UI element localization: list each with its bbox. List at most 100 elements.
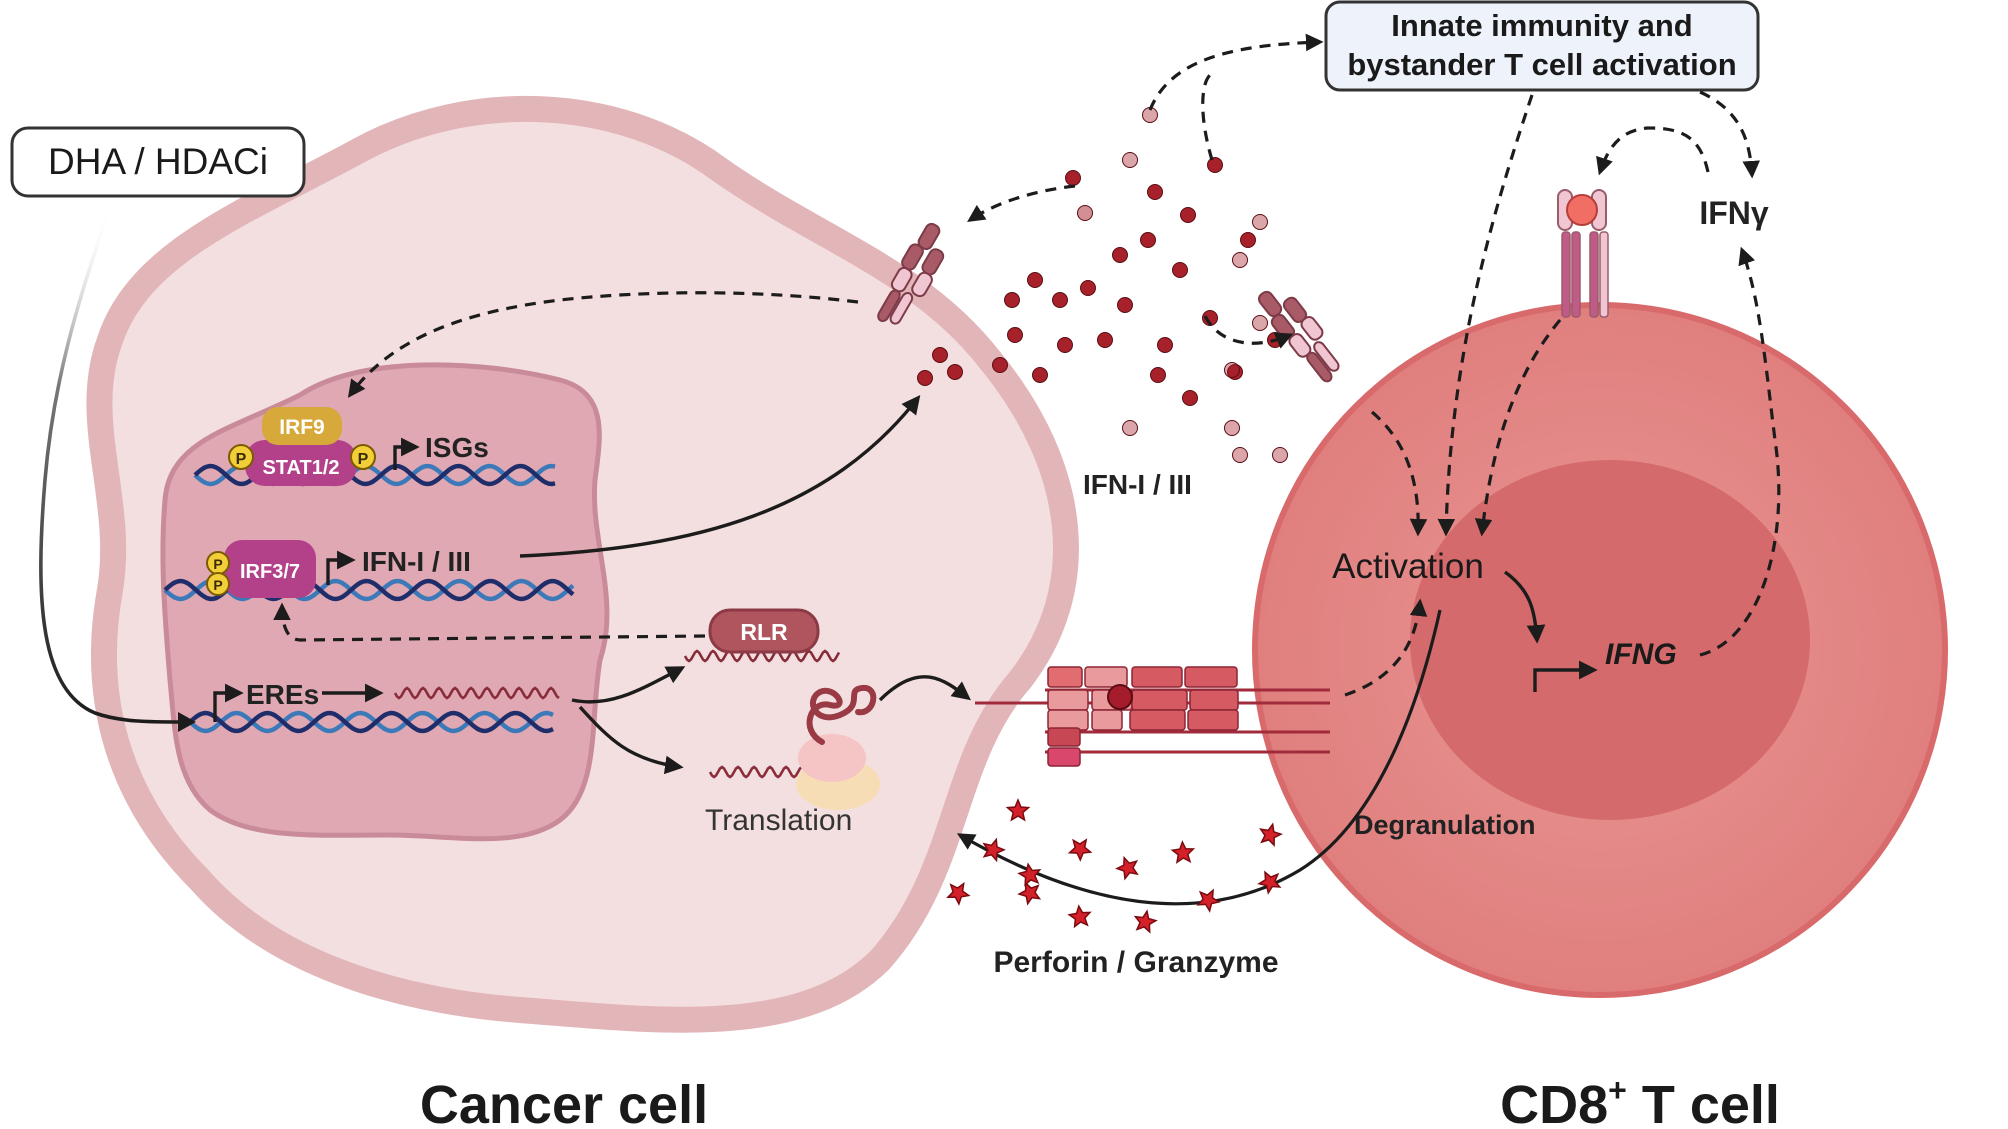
- innate-box-line2: bystander T cell activation: [1347, 47, 1736, 82]
- cancer-nucleus: [160, 362, 610, 842]
- tcr-mhc-subunit: [1129, 709, 1186, 731]
- cd8-t-cell: [1252, 302, 1948, 998]
- irf9-protein: [262, 407, 342, 445]
- irf37-complex: IRF3/7 P P: [206, 540, 316, 598]
- ifn-particle: [1032, 367, 1048, 383]
- degranulation-label: Degranulation: [1354, 810, 1536, 840]
- tcell-title-main: CD8: [1500, 1075, 1608, 1129]
- receptor-subunit: [1589, 231, 1599, 318]
- tcr-mhc-subunit: [1189, 689, 1239, 711]
- perforin-star: [1257, 870, 1282, 895]
- activation-label: Activation: [1332, 547, 1484, 586]
- degranulation-arrow: [956, 609, 1442, 906]
- ifn-particle: [1147, 184, 1163, 200]
- ifn-particle: [1232, 252, 1248, 268]
- innate-to-ifng-arrow: [1699, 90, 1760, 179]
- ifn-particle: [1150, 367, 1166, 383]
- ifn-particle: [1227, 364, 1243, 380]
- perforin-star: [1017, 881, 1042, 906]
- ifn-particle: [1207, 157, 1223, 173]
- particle-to-innate-branch: [1201, 73, 1214, 161]
- ifn-particle: [1140, 232, 1156, 248]
- tcr-mhc-subunit: [1047, 666, 1083, 688]
- drug-label: DHA / HDACi: [48, 141, 268, 182]
- rna-to-rlr-arrow: [571, 666, 686, 704]
- ifn-particle: [1240, 232, 1256, 248]
- ifng-receptor: [1557, 189, 1609, 318]
- ifn-particle: [1224, 362, 1240, 378]
- rna-to-translation-arrow: [578, 705, 684, 775]
- ifn-particle: [1232, 447, 1248, 463]
- receptor-subunit: [1313, 341, 1340, 372]
- innate-to-activation-arrow: [1437, 94, 1534, 537]
- ifng-receptor-to-activation-arrow: [1474, 318, 1562, 537]
- tcr-mhc-subunit: [1084, 666, 1128, 688]
- ifn-particle: [1117, 297, 1133, 313]
- phospho-label: P: [236, 451, 247, 468]
- synapse-to-activation-arrow: [1344, 598, 1428, 697]
- eres-label: EREs: [246, 679, 319, 710]
- ifn-particle: [1252, 214, 1268, 230]
- ifn-particle: [1252, 315, 1268, 331]
- perforin-star: [1067, 904, 1092, 929]
- drug-to-ere-arrow: [39, 204, 183, 724]
- peptide-chain-icon: [806, 685, 877, 745]
- perforin-star: [982, 837, 1006, 863]
- ifn-secreted-label: IFN-I / III: [1083, 469, 1192, 500]
- ifn-particle: [1080, 280, 1096, 296]
- phospho-label: P: [358, 451, 369, 468]
- ere-transcript: [393, 686, 560, 700]
- tcr-mhc-subunit: [1184, 666, 1238, 688]
- receptor-to-stat-arrow: [347, 291, 859, 398]
- ifn-particle: [1065, 170, 1081, 186]
- dna-ere: [188, 710, 554, 734]
- peptide-antigen: [1107, 684, 1133, 710]
- ifng-secretion-arrow: [1699, 246, 1781, 657]
- ifn-particle: [1224, 420, 1240, 436]
- ifn-particle: [1122, 420, 1138, 436]
- isg-promoter-arrow: [393, 437, 420, 470]
- perforin-star: [1017, 862, 1042, 887]
- ifn-particle: [1172, 262, 1188, 278]
- particle-to-tcell-receptor-arrow: [1203, 315, 1294, 349]
- perforin-star: [1259, 822, 1283, 847]
- ifn-particle: [1122, 152, 1138, 168]
- perforin-star: [1115, 855, 1139, 881]
- ifn-particle: [1097, 332, 1113, 348]
- perforin-star: [1196, 888, 1221, 913]
- tcr-mhc-subunit: [1187, 709, 1239, 731]
- ifn-secretion-arrow: [519, 395, 921, 558]
- tcr-mhc-synapse: [975, 666, 1330, 767]
- phospho-label: P: [213, 577, 222, 593]
- ribosome-icon: [796, 734, 880, 810]
- ere-promoter-arrow: [213, 683, 244, 722]
- receptor-subunit: [889, 292, 914, 325]
- ifn-particle: [917, 370, 933, 386]
- ifn-particle: [1112, 247, 1128, 263]
- ifng-ligand: [1566, 194, 1598, 226]
- stat-protein: [245, 440, 357, 486]
- ifn-particle: [1157, 337, 1173, 353]
- ifn-particle: [1004, 292, 1020, 308]
- ifn-receptor-tcell: [1257, 290, 1340, 383]
- ifn-particle: [1052, 292, 1068, 308]
- ifn-particle: [992, 357, 1008, 373]
- tcell-title-rest: T cell: [1627, 1075, 1780, 1129]
- receptor-subunit: [1599, 231, 1609, 318]
- receptor-subunit: [1571, 231, 1581, 318]
- irf9-label: IRF9: [279, 416, 325, 439]
- drug-arrowhead: [178, 712, 196, 732]
- tcell-title: CD8+ T cell: [1500, 1072, 1780, 1129]
- tcell-receptor-to-activation-arrow: [1370, 410, 1428, 537]
- irf37-label: IRF3/7: [240, 561, 300, 583]
- irf9-stat-complex: IRF9 STAT1/2 P P: [228, 407, 376, 486]
- tcr-mhc-subunit: [1131, 666, 1183, 688]
- rlr-to-irf37-arrow: [273, 602, 706, 642]
- perforin-star: [1005, 798, 1031, 822]
- ifng-cytokine-label: IFNγ: [1699, 195, 1769, 231]
- ifn-particle: [1057, 337, 1073, 353]
- receptor-subunit: [877, 289, 901, 323]
- stat-label: STAT1/2: [262, 457, 339, 479]
- tcr-mhc-subunit: [1091, 709, 1123, 731]
- receptor-subunit: [1306, 351, 1333, 383]
